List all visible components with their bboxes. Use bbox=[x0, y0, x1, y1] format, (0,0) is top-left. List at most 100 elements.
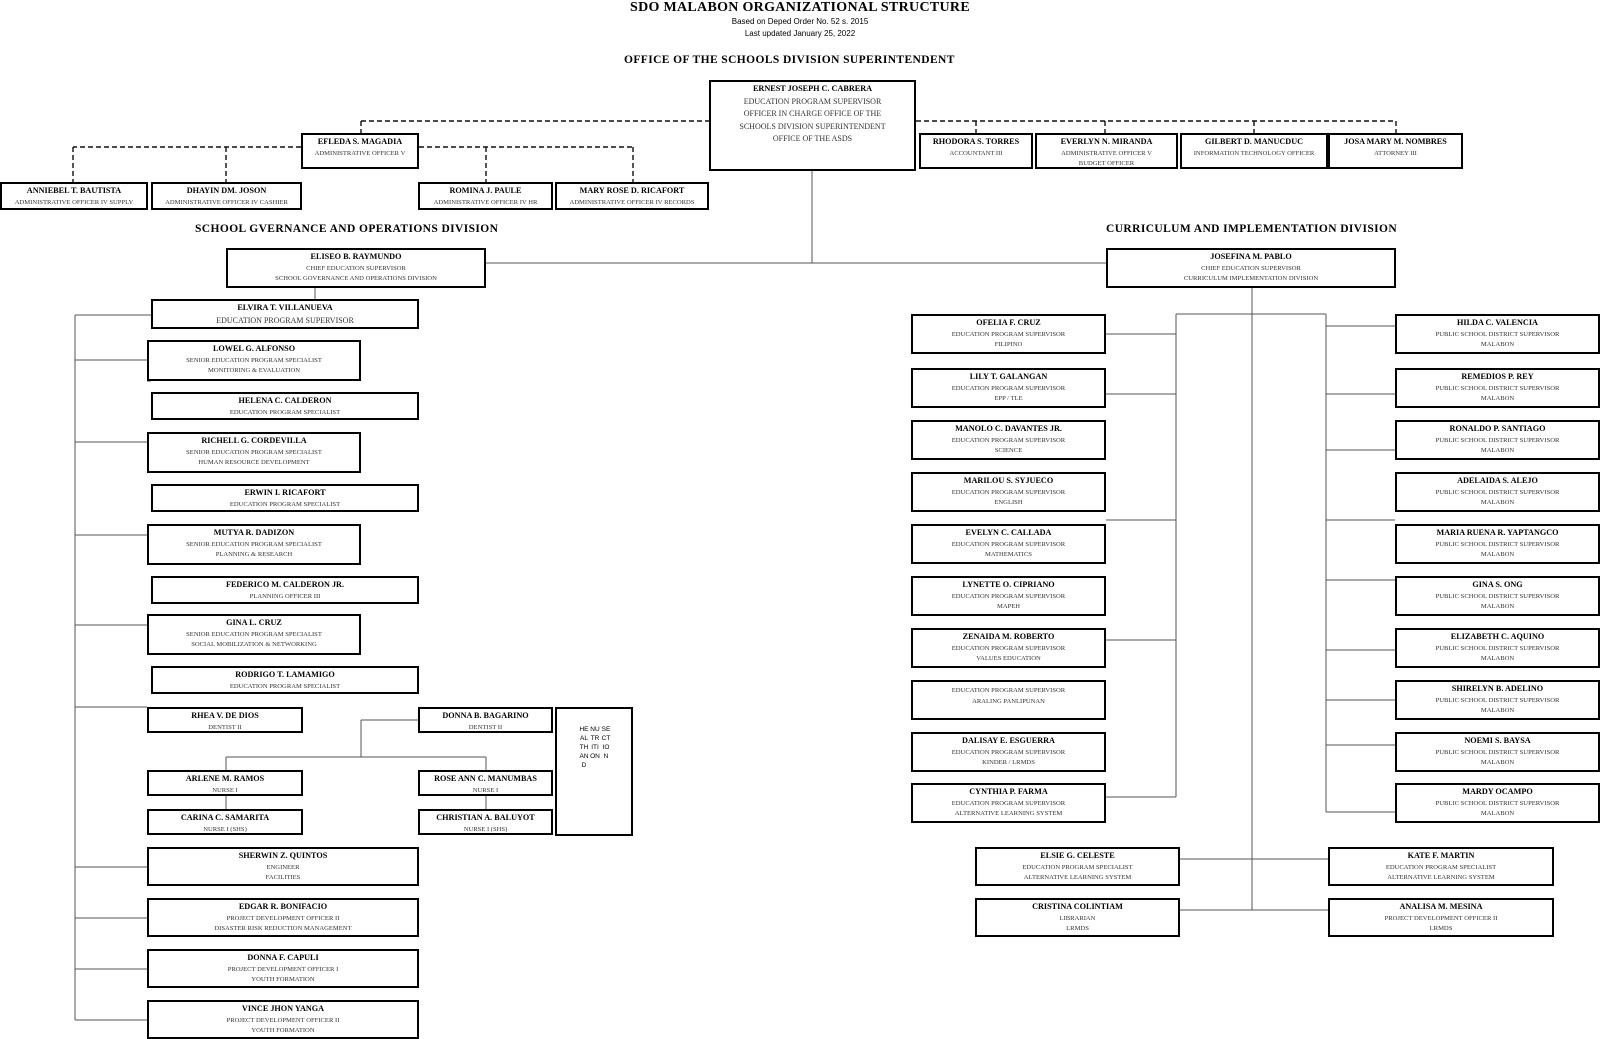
person-name: ELSIE G. CELESTE bbox=[1040, 851, 1115, 860]
position-line: EDUCATION PROGRAM SUPERVISOR bbox=[951, 436, 1066, 444]
position-line: ALTERNATIVE LEARNING SYSTEM bbox=[1023, 874, 1132, 882]
person-name: DONNA B. BAGARINO bbox=[442, 711, 529, 720]
position-line: EDUCATION PROGRAM SPECIALIST bbox=[1022, 863, 1133, 871]
position-line: MALABON bbox=[1480, 707, 1515, 715]
person-name: VINCE JHON YANGA bbox=[241, 1004, 325, 1013]
position-line: FACILITIES bbox=[265, 874, 301, 882]
osds-staff-box: EVERLYN N. MIRANDA ADMINISTRATIVE OFFICER… bbox=[1035, 133, 1178, 169]
person-name: CHRISTIAN A. BALUYOT bbox=[436, 813, 535, 822]
position-line: PUBLIC SCHOOL DISTRICT SUPERVISOR bbox=[1435, 488, 1560, 496]
cid-specialist-box: ANALISA M. MESINA PROJECT DEVELOPMENT OFF… bbox=[1328, 898, 1554, 937]
person-name: LOWEL G. ALFONSO bbox=[212, 344, 296, 353]
position-line: PUBLIC SCHOOL DISTRICT SUPERVISOR bbox=[1435, 330, 1560, 338]
position-line: PROJECT DEVELOPMENT OFFICER II bbox=[1384, 914, 1498, 922]
person-name: RONALDO P. SANTIAGO bbox=[1449, 424, 1546, 433]
person-name: NOEMI S. BAYSA bbox=[1464, 736, 1531, 745]
position-line: OFFICE OF THE ASDS bbox=[772, 133, 853, 143]
position-line: ADMINISTRATIVE OFFICER V bbox=[1061, 149, 1152, 157]
position-line: EDUCATION PROGRAM SPECIALIST bbox=[229, 408, 341, 416]
position-line: NURSE I bbox=[472, 786, 499, 794]
person-name: ZENAIDA M. ROBERTO bbox=[962, 632, 1055, 641]
person-name: HELENA C. CALDERON bbox=[238, 396, 332, 405]
sgod-staff-box: HELENA C. CALDERON EDUCATION PROGRAM SPEC… bbox=[151, 392, 419, 420]
position-line: SENIOR EDUCATION PROGRAM SPECIALIST bbox=[186, 540, 322, 548]
health-nutrition-section-label: HEALTH AND NUTRITION SECTION bbox=[555, 707, 633, 836]
page-updated: Last updated January 25, 2022 bbox=[744, 29, 856, 38]
cid-psds-box: ADELAIDA S. ALEJO PUBLIC SCHOOL DISTRICT … bbox=[1395, 472, 1600, 512]
position-line: NURSE I (SHS) bbox=[463, 825, 508, 833]
section-title-cid: CURRICULUM AND IMPLEMENTATION DIVISION bbox=[1106, 223, 1398, 235]
person-name: KATE F. MARTIN bbox=[1407, 851, 1475, 860]
person-name: REMEDIOS P. REY bbox=[1461, 372, 1534, 381]
person-name: CRISTINA COLINTIAM bbox=[1032, 902, 1123, 911]
position-line: CHIEF EDUCATION SUPERVISOR bbox=[306, 264, 406, 272]
position-line: SCHOOLS DIVISION SUPERINTENDENT bbox=[739, 121, 886, 131]
cid-specialist-box: ELSIE G. CELESTE EDUCATION PROGRAM SPECIA… bbox=[975, 847, 1180, 886]
position-line: ENGLISH bbox=[994, 499, 1023, 507]
position-line: MALABON bbox=[1480, 603, 1515, 611]
person-name: SHIRELYN B. ADELINO bbox=[1451, 684, 1544, 693]
position-line: PUBLIC SCHOOL DISTRICT SUPERVISOR bbox=[1435, 644, 1560, 652]
position-line: MATHEMATICS bbox=[985, 551, 1032, 559]
person-name: EVERLYN N. MIRANDA bbox=[1060, 137, 1153, 146]
person-name: MUTYA R. DADIZON bbox=[213, 528, 295, 537]
position-line: ADMINISTRATIVE OFFICER V bbox=[314, 149, 406, 157]
position-line: MALABON bbox=[1480, 447, 1515, 455]
person-name: ROMINA J. PAULE bbox=[449, 186, 522, 195]
person-name: MARILOU S. SYJUECO bbox=[963, 476, 1054, 485]
position-line: MALABON bbox=[1480, 551, 1515, 559]
position-line: MALABON bbox=[1480, 499, 1515, 507]
position-line: MALABON bbox=[1480, 759, 1515, 767]
position-line: EDUCATION PROGRAM SPECIALIST bbox=[229, 500, 341, 508]
position-line: DENTIST II bbox=[468, 723, 503, 731]
position-line: YOUTH FORMATION bbox=[251, 976, 315, 984]
position-line: ALTERNATIVE LEARNING SYSTEM bbox=[954, 810, 1063, 818]
person-name: HILDA C. VALENCIA bbox=[1457, 318, 1538, 327]
position-line: ENGINEER bbox=[266, 863, 300, 871]
position-line: PLANNING OFFICER III bbox=[249, 592, 321, 600]
page-title: SDO MALABON ORGANIZATIONAL STRUCTURE bbox=[630, 0, 970, 15]
position-line: EDUCATION PROGRAM SPECIALIST bbox=[1385, 863, 1497, 871]
person-name: RHODORA S. TORRES bbox=[932, 137, 1020, 146]
position-line: EDUCATION PROGRAM SUPERVISOR bbox=[951, 330, 1066, 338]
sgod-chief-box: ELISEO B. RAYMUNDO CHIEF EDUCATION SUPERV… bbox=[226, 248, 486, 288]
position-line: FILIPINO bbox=[994, 341, 1023, 349]
person-name: ADELAIDA S. ALEJO bbox=[1457, 476, 1538, 485]
person-name: EVELYN C. CALLADA bbox=[965, 528, 1052, 537]
cid-psds-box: MARDY OCAMPO PUBLIC SCHOOL DISTRICT SUPER… bbox=[1395, 783, 1600, 823]
health-staff-box: DONNA B. BAGARINO DENTIST II bbox=[418, 707, 553, 733]
person-name: DONNA F. CAPULI bbox=[247, 953, 319, 962]
position-line: PUBLIC SCHOOL DISTRICT SUPERVISOR bbox=[1435, 799, 1560, 807]
position-line: SCHOOL GOVERNANCE AND OPERATIONS DIVISIO… bbox=[275, 275, 437, 283]
position-line: CURRICULUM IMPLEMENTATION DIVISION bbox=[1183, 275, 1319, 283]
person-name: MARDY OCAMPO bbox=[1462, 787, 1533, 796]
person-name: RODRIGO T. LAMAMIGO bbox=[235, 670, 335, 679]
person-name: ANNIEBEL T. BAUTISTA bbox=[26, 186, 122, 195]
person-name: MARIA RUENA R. YAPTANGCO bbox=[1436, 528, 1559, 537]
position-line: ARALING PANLIPUNAN bbox=[972, 697, 1045, 705]
person-name: ELISEO B. RAYMUNDO bbox=[310, 252, 402, 261]
health-label-col1: HEALTH AND bbox=[579, 726, 589, 769]
person-name: ARLENE M. RAMOS bbox=[185, 774, 265, 783]
position-line: PROJECT DEVELOPMENT OFFICER I bbox=[227, 965, 339, 973]
person-name: ANALISA M. MESINA bbox=[1399, 902, 1483, 911]
health-staff-box: CHRISTIAN A. BALUYOT NURSE I (SHS) bbox=[418, 809, 553, 835]
position-line: PUBLIC SCHOOL DISTRICT SUPERVISOR bbox=[1435, 540, 1560, 548]
